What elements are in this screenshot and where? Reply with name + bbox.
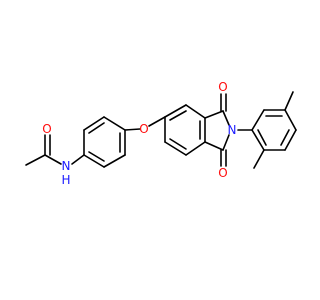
structure-svg: O N H O N O O xyxy=(25,80,297,187)
imide-ring xyxy=(204,93,230,167)
atom-o-imide-bottom: O xyxy=(218,166,227,180)
atom-n-imide: N xyxy=(228,123,237,137)
molecule-diagram: O N H O N O O xyxy=(25,80,297,187)
isoindole-benzene-ring xyxy=(164,104,206,156)
ether-bonds xyxy=(124,116,166,131)
atom-o-imide-top: O xyxy=(218,80,227,94)
bond-methyl-carbonyl xyxy=(25,154,46,166)
bond-n-ring xyxy=(71,154,85,165)
atom-o-ether: O xyxy=(139,122,148,136)
atom-h-amide: H xyxy=(61,173,70,187)
atom-n-amide: N xyxy=(62,159,71,173)
bond-carbonyl-n xyxy=(44,154,62,165)
bond-methyl-2 xyxy=(253,149,265,169)
bond-methyl-5 xyxy=(284,91,294,111)
atom-o-acetyl: O xyxy=(42,122,51,136)
atom-labels: O N H O N O O xyxy=(42,80,236,187)
phenylene-ring xyxy=(83,116,126,168)
acetamide-bonds xyxy=(25,134,85,166)
dimethylphenyl-ring xyxy=(237,91,297,169)
